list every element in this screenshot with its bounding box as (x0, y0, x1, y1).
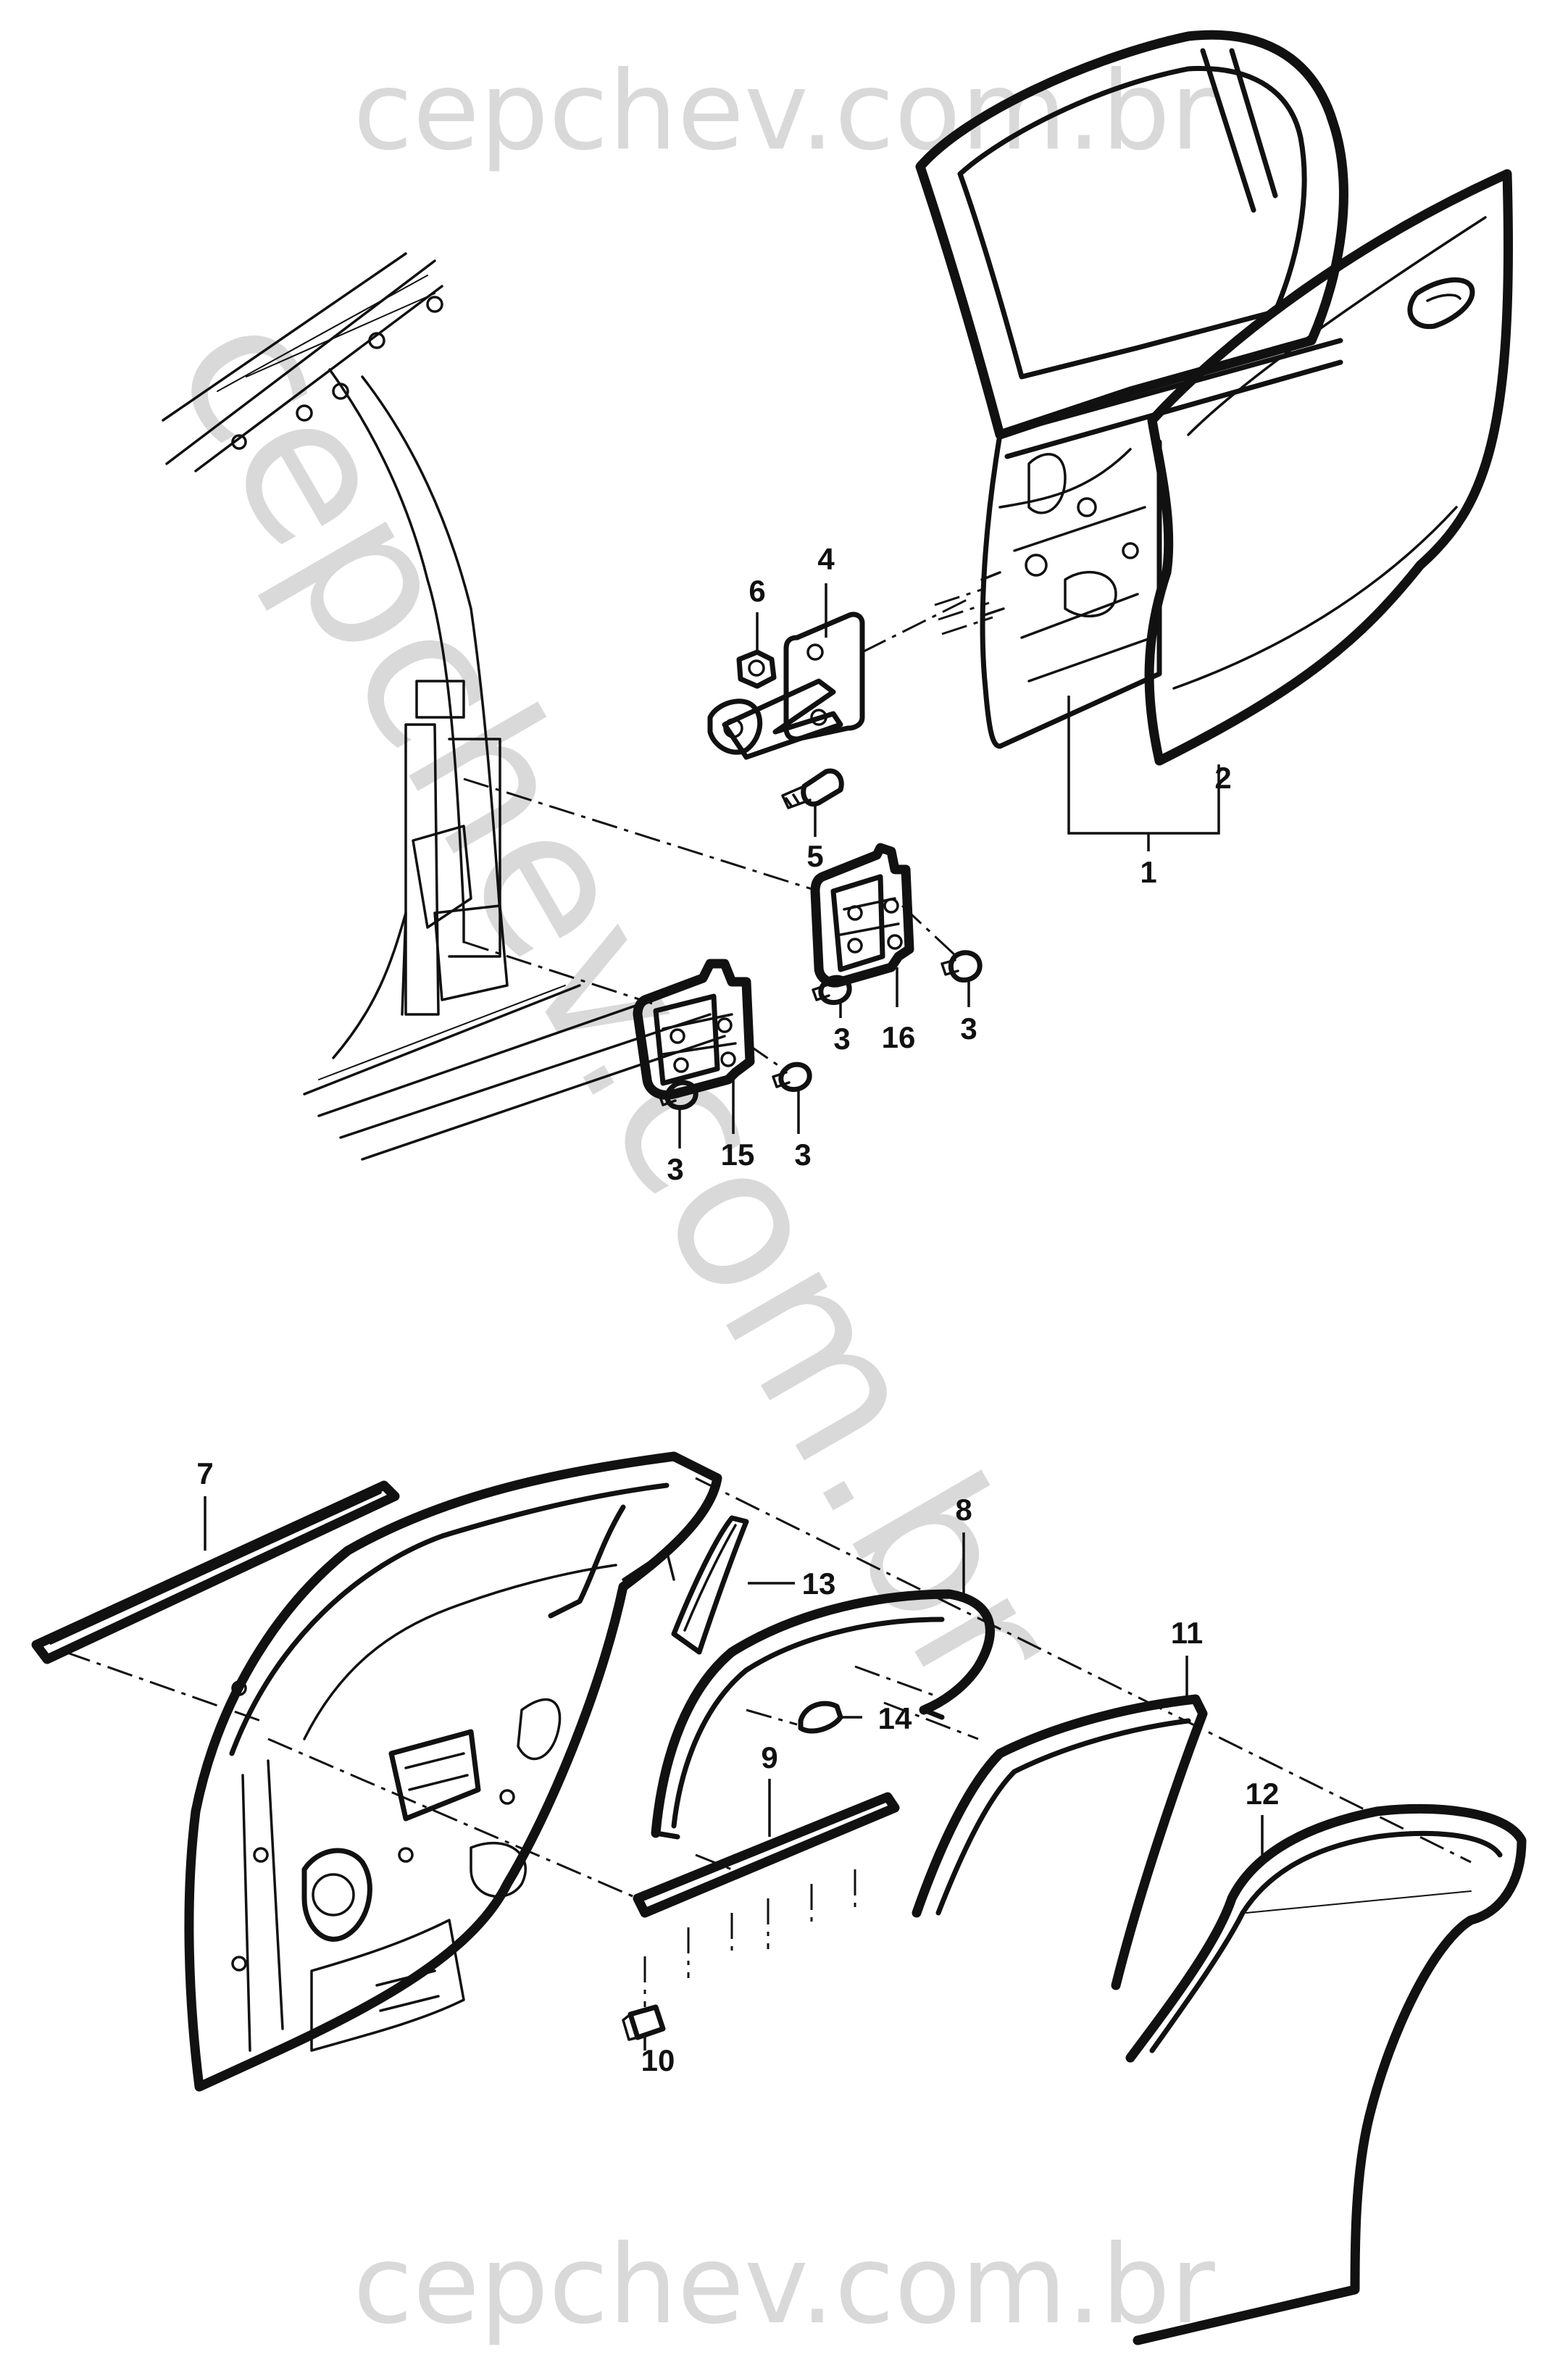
callout-11: 11 (1171, 1616, 1203, 1650)
body-side-pillar (162, 252, 726, 1161)
lower-leader-lines (204, 1496, 1264, 2051)
hinge-bolt-lower-right (772, 1061, 812, 1093)
upper-door-hinge (810, 843, 914, 988)
callout-7: 7 (196, 1456, 213, 1490)
belt-weatherstrip-inner (633, 1792, 900, 1918)
glass-run-channel-front (912, 1694, 1208, 1990)
belt-molding-outer (31, 1480, 400, 1664)
callout-6: 6 (748, 574, 765, 608)
callout-10: 10 (641, 2043, 675, 2077)
watermark-bottom: cepchev.com.br (353, 2222, 1215, 2348)
callout-12: 12 (1246, 1777, 1280, 1811)
hinge-bolt-upper-right (941, 950, 983, 983)
watermarks: cepchev.com.br cepchev.com.br cepchev.co… (130, 49, 1216, 2348)
door-bumper (622, 2004, 666, 2041)
callout-9: 9 (761, 1740, 777, 1774)
callout-1: 1 (1140, 855, 1156, 889)
callout-3-lower-left: 3 (667, 1152, 683, 1186)
callout-13: 13 (802, 1567, 836, 1601)
callout-3-lower-right: 3 (794, 1138, 811, 1172)
callout-2: 2 (1214, 761, 1231, 795)
callout-3-upper-right: 3 (960, 1012, 977, 1046)
upper-leader-lines (678, 583, 1220, 1148)
callout-3-upper-left: 3 (833, 1022, 850, 1056)
hinge-bolt-lower-left (658, 1080, 698, 1111)
upper-alignment-lines (463, 587, 993, 1072)
door-weatherstrip (1125, 1803, 1527, 2345)
check-link-bolt (781, 768, 844, 809)
callout-numbers: 1 2 4 6 5 16 3 3 3 15 3 7 8 13 11 14 9 1… (196, 542, 1279, 2077)
door-check-link (707, 612, 865, 760)
lower-door-hinge (633, 959, 755, 1100)
retainer-clip (798, 1701, 843, 1734)
callout-4: 4 (817, 542, 835, 576)
glass-run-channel-main (651, 1589, 995, 1840)
hinge-bolt-upper-left (812, 975, 852, 1006)
rear-door-assembly (915, 30, 1513, 766)
callout-14: 14 (878, 1701, 912, 1735)
callout-16: 16 (882, 1020, 916, 1054)
glass-run-channel-rear (671, 1515, 749, 1655)
callout-5: 5 (806, 839, 823, 873)
callout-8: 8 (955, 1493, 972, 1527)
check-link-nut (736, 649, 777, 689)
callout-15: 15 (721, 1138, 755, 1172)
door-inner-panel (184, 1451, 722, 2092)
lower-alignment-lines (64, 1477, 1472, 2007)
